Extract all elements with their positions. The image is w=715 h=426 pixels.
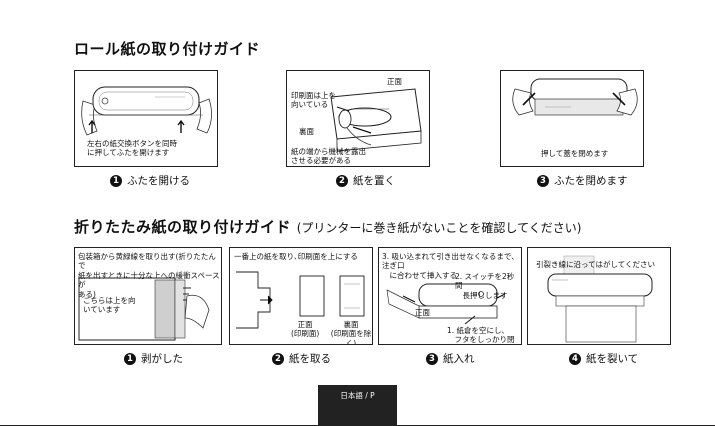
s1-panel2-label-back: 裏面 — [299, 127, 314, 136]
s2-panel4-note: 引裂き線に沿ってはがしてください — [536, 260, 655, 269]
s1-step-3: 3 ふたを閉めます — [537, 173, 628, 188]
s2-panel2-label-front: 正面 (印刷面) — [291, 320, 319, 339]
s1-step-2: 2 紙を置く — [336, 173, 395, 188]
step-number-badge: 3 — [426, 353, 438, 365]
language-tab[interactable]: 日本語 / P — [318, 385, 397, 426]
s1-panel2-label-edge: 紙の端から機械を露出 させる必要がある — [291, 147, 366, 166]
s1-panel-close-lid: 押して蓋を閉めます — [500, 70, 644, 167]
step-number-badge: 4 — [569, 353, 581, 365]
section2-title: 折りたたみ紙の取り付けガイド (プリンターに巻き紙がないことを確認してください) — [74, 216, 581, 237]
step-number-badge: 2 — [272, 353, 284, 365]
step-label: 紙を裂いて — [586, 351, 638, 366]
s2-panel2-label-back: 裏面 (印刷面を除く) — [330, 320, 372, 345]
s1-panel2-label-front: 正面 — [387, 77, 402, 86]
s2-step-3: 3 紙入れ — [426, 351, 475, 366]
section2-subtitle: (プリンターに巻き紙がないことを確認してください) — [297, 221, 582, 235]
step-label: ふたを開ける — [127, 173, 190, 188]
section1-title: ロール紙の取り付けガイド — [74, 38, 260, 59]
s2-step-2: 2 紙を取る — [272, 351, 331, 366]
s2-panel3-label-front: 正面 — [415, 308, 430, 317]
s1-panel2-label-printside: 印刷面は上を 向いている — [291, 91, 336, 110]
s2-panel3-note-switch: 2. スイッチを2秒間 長押しします — [455, 272, 521, 300]
s1-panel3-note: 押して蓋を閉めます — [541, 149, 608, 158]
s2-panel2-note: 一番上の紙を取り､印刷面を上にする — [234, 252, 358, 261]
s1-panel-open-lid: 左右の紙交換ボタンを同時 に押してふたを開けます — [74, 70, 218, 167]
section2-title-text: 折りたたみ紙の取り付けガイド — [74, 218, 291, 236]
step-label: 紙を置く — [353, 173, 395, 188]
s2-step-1: 1 剥がした — [124, 351, 183, 366]
s1-panel-place-paper: 正面 印刷面は上を 向いている 裏面 紙の端から機械を露出 させる必要がある — [286, 70, 430, 167]
s1-panel1-note: 左右の紙交換ボタンを同時 に押してふたを開けます — [87, 139, 177, 158]
step-number-badge: 2 — [336, 175, 348, 187]
s2-panel-insert-paper: 3. 吸い込まれて引き出せなくなるまで､注ぎ口 に合わせて挿入する 2. スイッ… — [378, 247, 522, 345]
s2-step-4: 4 紙を裂いて — [569, 351, 638, 366]
s2-panel1-inner-note: こちらは上を向 いています — [83, 296, 136, 315]
s2-panel-tear-paper: 引裂き線に沿ってはがしてください — [527, 247, 671, 345]
step-label: 剥がした — [141, 351, 183, 366]
s2-panel-take-paper: 一番上の紙を取り､印刷面を上にする 正面 (印刷面) 裏面 (印刷面を除く) — [229, 247, 373, 345]
step-number-badge: 1 — [110, 175, 122, 187]
s2-panel3-note-bottom: 1. 紙倉を空にし､ フタをしっかり閉めます — [447, 326, 521, 345]
step-number-badge: 1 — [124, 353, 136, 365]
s2-panel1-note: 包装箱から黄緑線を取り出す(折りたたんで 紙を出すときに十分な上への緩衝スペース… — [78, 252, 221, 299]
s1-step-1: 1 ふたを開ける — [110, 173, 190, 188]
step-label: ふたを閉めます — [554, 173, 628, 188]
step-number-badge: 3 — [537, 175, 549, 187]
step-label: 紙入れ — [443, 351, 475, 366]
s2-panel-peel: 包装箱から黄緑線を取り出す(折りたたんで 紙を出すときに十分な上への緩衝スペース… — [74, 247, 222, 345]
step-label: 紙を取る — [289, 351, 331, 366]
